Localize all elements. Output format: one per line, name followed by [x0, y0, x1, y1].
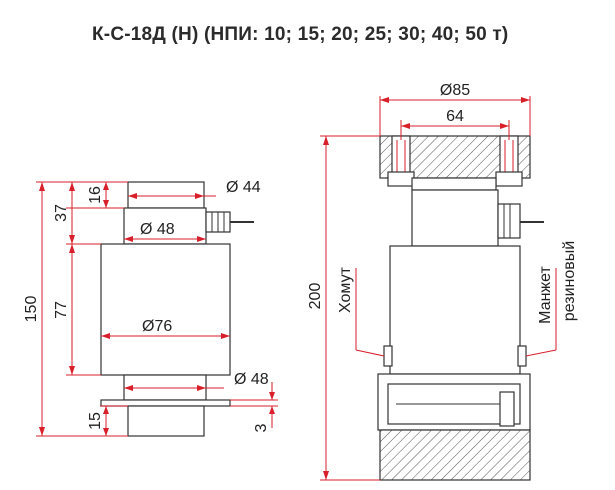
right-base: [379, 429, 531, 481]
right-neck: [411, 189, 499, 247]
left-dia-neck-label: Ø 48: [140, 221, 175, 238]
left-height-base-label: 15: [87, 412, 104, 430]
left-height-plate-label: 3: [253, 423, 270, 432]
left-view: Ø 44 Ø 48 Ø76 Ø 48 150 37 77 16 15 3: [23, 179, 278, 437]
right-cuff-label-1: Манжет: [537, 266, 554, 324]
left-main-body: [100, 243, 231, 376]
right-dia-bolt-label: 64: [446, 108, 464, 125]
right-view: Ø85 64 200 Хомут Манжет резиновый: [307, 82, 578, 481]
left-base-plate: [100, 399, 231, 407]
right-clamp-label: Хомут: [337, 266, 354, 313]
left-dia-top-label: Ø 44: [226, 179, 261, 196]
right-connector: [497, 203, 521, 239]
left-height-total-label: 150: [23, 296, 40, 323]
page-title: К-С-18Д (Н) (НПИ: 10; 15; 20; 25; 30; 40…: [92, 24, 509, 45]
right-main-body: [389, 245, 521, 375]
left-height-body-label: 77: [53, 301, 70, 319]
left-dia-body-label: Ø76: [142, 318, 172, 335]
right-cuff-label-2: резиновый: [561, 241, 578, 321]
left-base: [127, 405, 205, 437]
right-dia-outer-label: Ø85: [440, 82, 470, 99]
left-top-cap: [127, 181, 205, 209]
right-height-total-label: 200: [307, 283, 324, 310]
left-dia-bottom-label: Ø 48: [234, 371, 269, 388]
left-height-upper-label: 37: [53, 204, 70, 222]
left-height-top-label: 16: [87, 186, 104, 204]
